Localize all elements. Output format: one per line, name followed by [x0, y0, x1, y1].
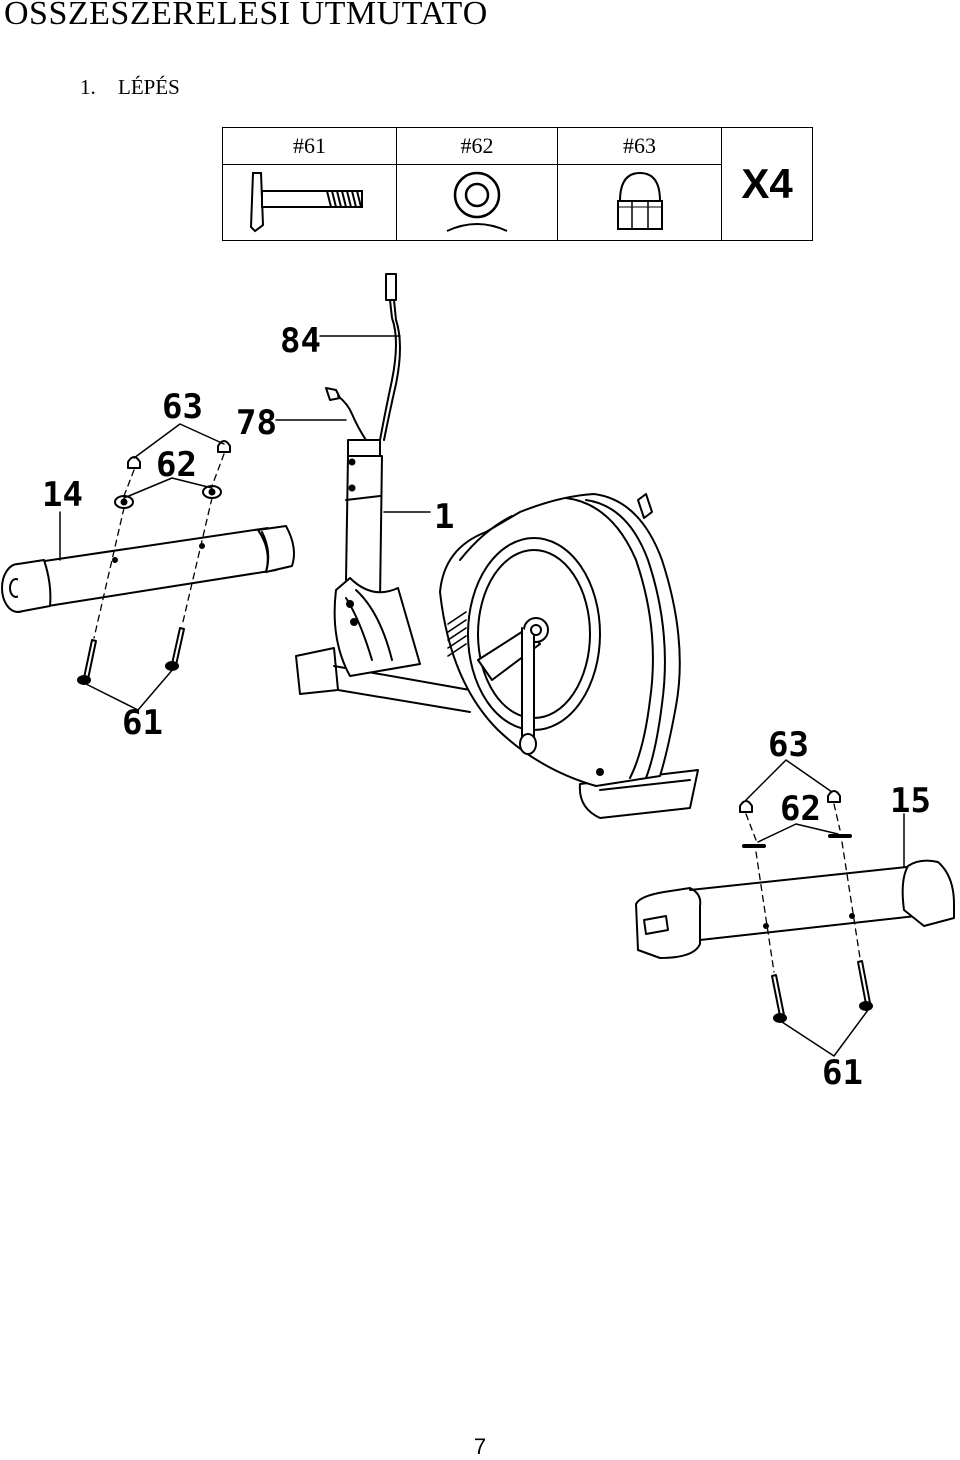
rear-stabilizer-tube	[635, 859, 955, 959]
cap-nut-icon	[616, 171, 663, 230]
quantity-cell: X4	[721, 127, 813, 241]
main-frame	[295, 439, 699, 819]
sensor-cables	[325, 273, 401, 441]
rear-fasteners	[739, 790, 873, 1023]
page-title: ÖSSZESZERELÉSI ÚTMUTATÓ	[4, 0, 488, 32]
label-61-left: 61	[122, 703, 163, 743]
label-84: 84	[280, 321, 321, 361]
step-label: LÉPÉS	[118, 75, 180, 99]
label-61-right: 61	[822, 1053, 863, 1093]
label-62-right: 62	[780, 789, 821, 829]
label-78: 78	[236, 403, 277, 443]
part-header-61: #61	[222, 127, 397, 165]
part-image-63	[557, 164, 722, 241]
step-heading: 1. LÉPÉS	[80, 74, 180, 100]
bolt-icon	[249, 172, 363, 233]
parts-table: #61 #62 #63 X4	[222, 127, 813, 241]
page-number: 7	[473, 1434, 487, 1459]
part-image-61	[222, 164, 397, 241]
label-1: 1	[434, 497, 454, 537]
label-15: 15	[890, 781, 931, 821]
label-63-left: 63	[162, 387, 203, 427]
part-header-62: #62	[396, 127, 558, 165]
label-62-left: 62	[156, 445, 197, 485]
front-fasteners	[77, 440, 231, 685]
step-number: 1.	[80, 75, 96, 99]
label-63-right: 63	[768, 725, 809, 765]
part-image-62	[396, 164, 558, 241]
front-stabilizer-tube	[1, 525, 295, 613]
washer-icon	[446, 171, 508, 232]
label-14: 14	[42, 475, 83, 515]
